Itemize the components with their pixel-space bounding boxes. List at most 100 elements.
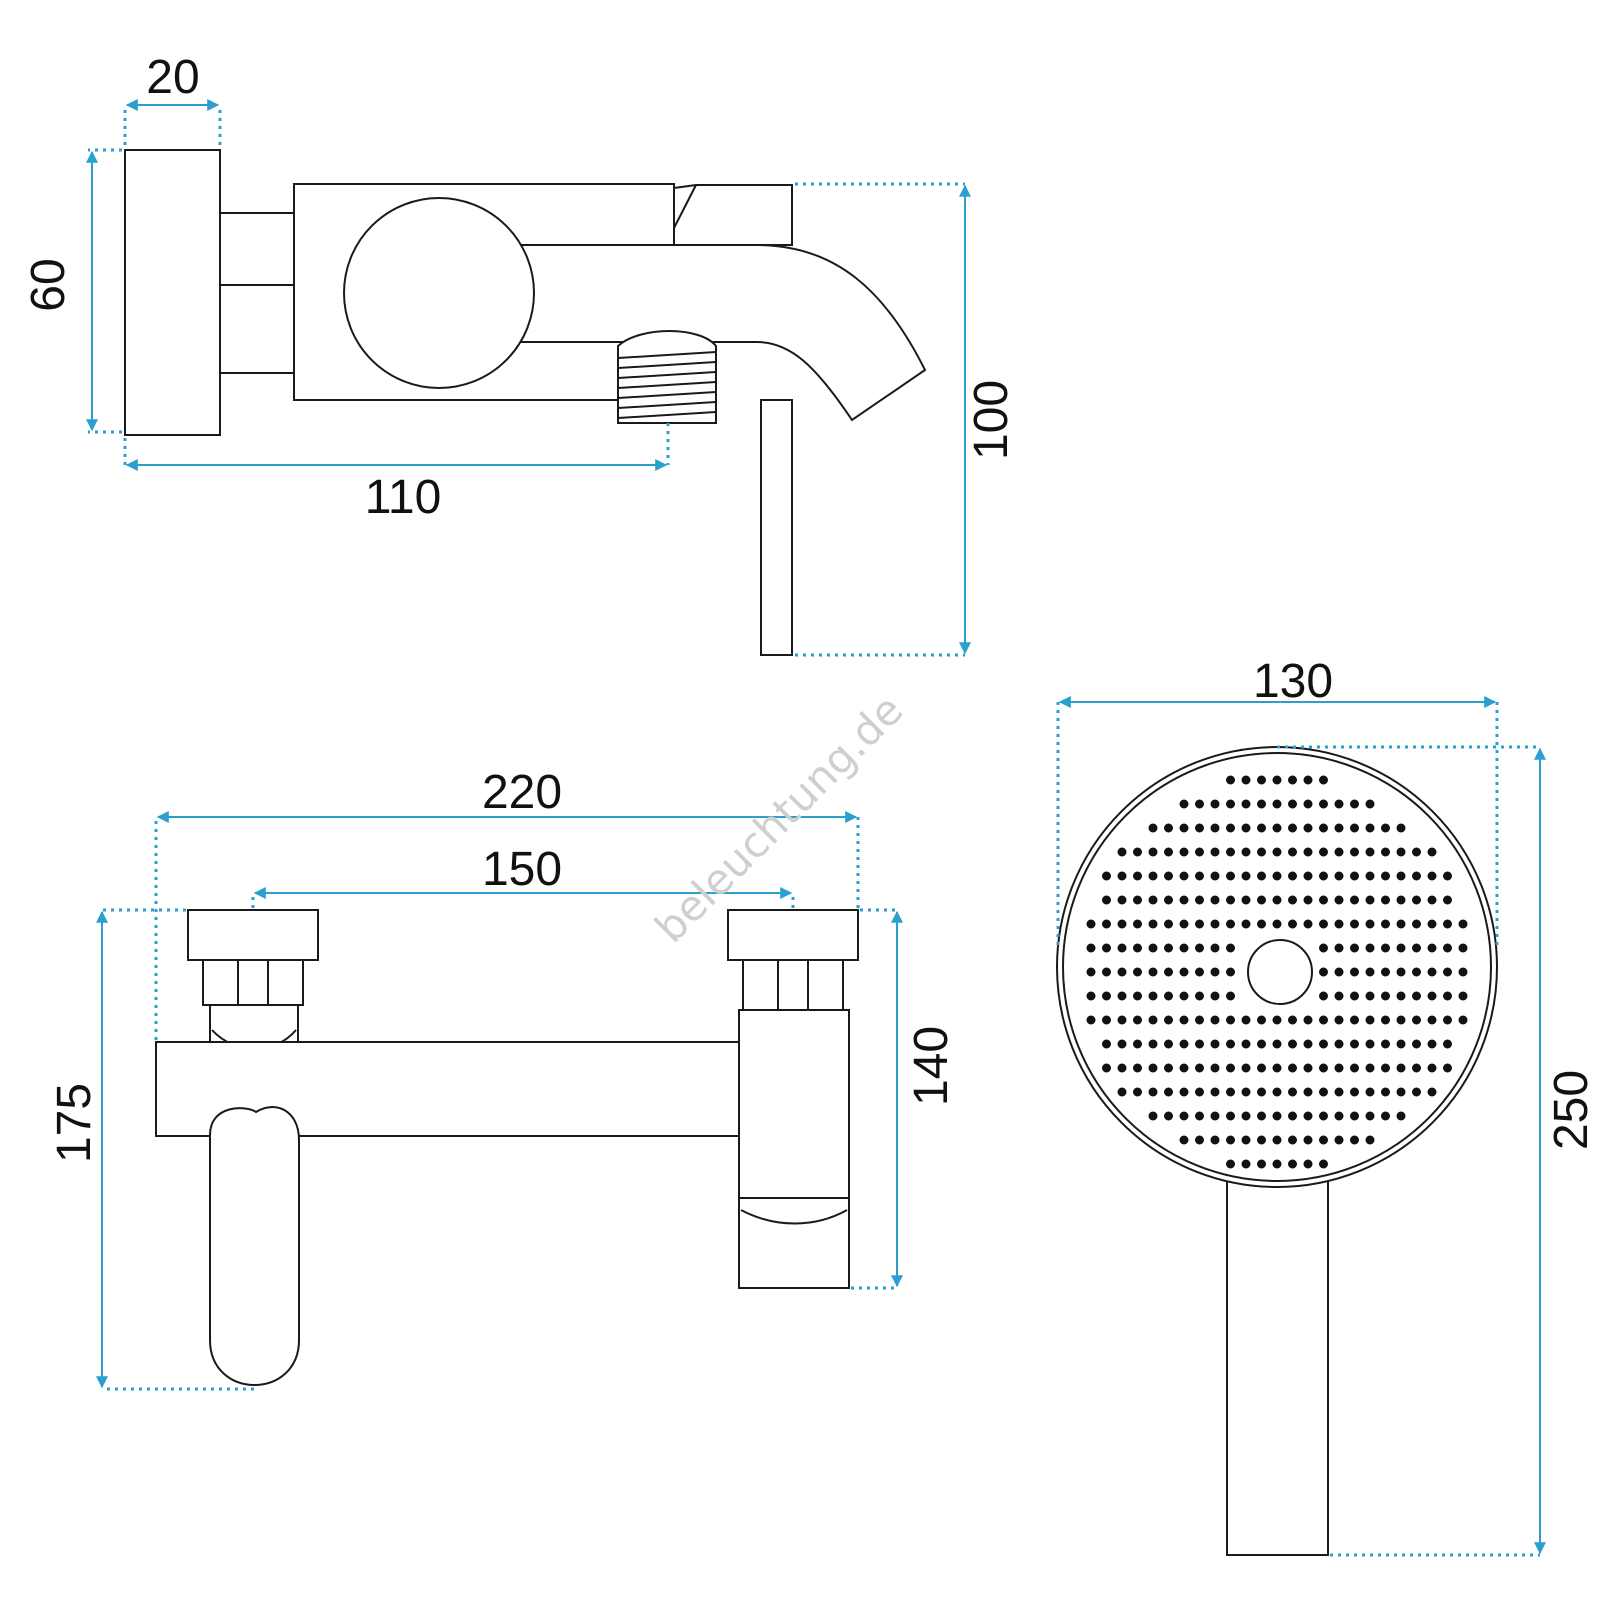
- nozzle-dot: [1148, 991, 1158, 1001]
- nozzle-dot: [1319, 1135, 1328, 1145]
- nozzle-dot: [1350, 847, 1359, 857]
- nozzle-dot: [1381, 823, 1390, 833]
- nozzle-dot: [1102, 1063, 1111, 1073]
- nozzle-dot: [1365, 1087, 1375, 1097]
- nozzle-dot: [1427, 847, 1437, 857]
- nozzle-dot: [1350, 919, 1359, 929]
- nozzle-dot: [1179, 1015, 1189, 1025]
- nozzle-dot: [1396, 943, 1406, 953]
- nozzle-dot: [1179, 1063, 1189, 1073]
- nozzle-dot: [1226, 1039, 1235, 1049]
- nozzle-dot: [1272, 799, 1282, 809]
- nozzle-dot: [1272, 823, 1282, 833]
- nozzle-dot: [1319, 847, 1328, 857]
- nozzle-dot: [1179, 943, 1189, 953]
- hose-connector-thread: [617, 351, 717, 419]
- nozzle-dot: [1381, 1039, 1390, 1049]
- nozzle-dot: [1443, 895, 1452, 905]
- nozzle-dot: [1210, 847, 1220, 857]
- nozzle-dot: [1179, 1135, 1189, 1145]
- nozzle-dot: [1350, 1111, 1359, 1121]
- nozzle-dot: [1350, 943, 1359, 953]
- nozzle-dot: [1086, 967, 1096, 977]
- nozzle-dot: [1257, 775, 1266, 785]
- nozzle-dot: [1396, 823, 1406, 833]
- nozzle-dot: [1396, 991, 1406, 1001]
- nozzle-dot: [1412, 967, 1421, 977]
- nozzle-dot: [1396, 895, 1406, 905]
- nozzle-dot: [1117, 1015, 1127, 1025]
- nozzle-dot: [1164, 823, 1173, 833]
- nozzle-dot: [1412, 871, 1421, 881]
- nozzle-dot: [1179, 1039, 1189, 1049]
- nozzle-dot: [1288, 1015, 1297, 1025]
- nozzle-dot: [1241, 1159, 1251, 1169]
- nozzle-dot: [1257, 895, 1266, 905]
- nozzle-dot: [1319, 1111, 1328, 1121]
- nozzle-dot: [1257, 1111, 1266, 1121]
- nozzle-dot: [1257, 1159, 1266, 1169]
- nozzle-dot: [1272, 1087, 1282, 1097]
- nozzle-dot: [1210, 799, 1220, 809]
- nozzle-dot: [1226, 871, 1235, 881]
- dim-front-connection-spacing: 150: [482, 843, 562, 896]
- nozzle-dot: [1396, 1039, 1406, 1049]
- nozzle-dot: [1381, 871, 1390, 881]
- nozzle-dot: [1303, 895, 1313, 905]
- nozzle-dot: [1365, 943, 1375, 953]
- nozzle-dot: [1334, 823, 1344, 833]
- nozzle-dot: [1195, 1111, 1204, 1121]
- nozzle-dot: [1303, 919, 1313, 929]
- nozzle-dot: [1195, 1063, 1204, 1073]
- nozzle-dot: [1334, 847, 1344, 857]
- nozzle-dot: [1133, 1063, 1142, 1073]
- nozzle-dot: [1319, 895, 1328, 905]
- nozzle-dot: [1272, 1159, 1282, 1169]
- nozzle-dot: [1319, 991, 1328, 1001]
- nozzle-dot: [1133, 1039, 1142, 1049]
- nozzle-dot: [1164, 967, 1173, 977]
- nozzle-dot: [1241, 823, 1251, 833]
- nozzle-dot: [1241, 1135, 1251, 1145]
- nozzle-dot: [1226, 847, 1235, 857]
- nozzle-dot: [1272, 775, 1282, 785]
- lever-knob: [343, 197, 535, 389]
- nozzle-dot: [1086, 991, 1096, 1001]
- nozzle-dot: [1210, 1111, 1220, 1121]
- nozzle-dot: [1148, 871, 1158, 881]
- nozzle-dot: [1334, 895, 1344, 905]
- nozzle-dot: [1443, 871, 1452, 881]
- nozzle-dot: [1179, 895, 1189, 905]
- nozzle-dot: [1117, 1087, 1127, 1097]
- nozzle-dot: [1210, 823, 1220, 833]
- nozzle-dot: [1117, 943, 1127, 953]
- nozzle-dot: [1210, 943, 1220, 953]
- nozzle-dot: [1148, 1111, 1158, 1121]
- nozzle-dot: [1195, 871, 1204, 881]
- nozzle-dot: [1334, 1087, 1344, 1097]
- nozzle-dot: [1210, 1135, 1220, 1145]
- dim-front-right-height: 140: [905, 1026, 958, 1106]
- nozzle-dot: [1241, 799, 1251, 809]
- nozzle-dot: [1365, 1111, 1375, 1121]
- nozzle-dot: [1179, 823, 1189, 833]
- wall-connector: [219, 212, 295, 374]
- nozzle-dot: [1319, 919, 1328, 929]
- nozzle-dot: [1195, 1039, 1204, 1049]
- nozzle-dot: [1412, 919, 1421, 929]
- nozzle-dot: [1319, 823, 1328, 833]
- dim-side-projection: 110: [365, 471, 442, 524]
- nozzle-dot: [1195, 1135, 1204, 1145]
- nozzle-dot: [1303, 1087, 1313, 1097]
- nozzle-dot: [1241, 1015, 1251, 1025]
- nozzle-dot: [1241, 919, 1251, 929]
- nozzle-dot: [1257, 1063, 1266, 1073]
- nozzle-dot: [1365, 799, 1375, 809]
- nozzle-dot: [1117, 1039, 1127, 1049]
- nozzle-dot: [1396, 1111, 1406, 1121]
- nozzle-dot: [1396, 919, 1406, 929]
- nozzle-dot: [1396, 967, 1406, 977]
- nozzle-dot: [1303, 1063, 1313, 1073]
- nozzle-dot: [1427, 1063, 1437, 1073]
- nozzle-dot: [1319, 871, 1328, 881]
